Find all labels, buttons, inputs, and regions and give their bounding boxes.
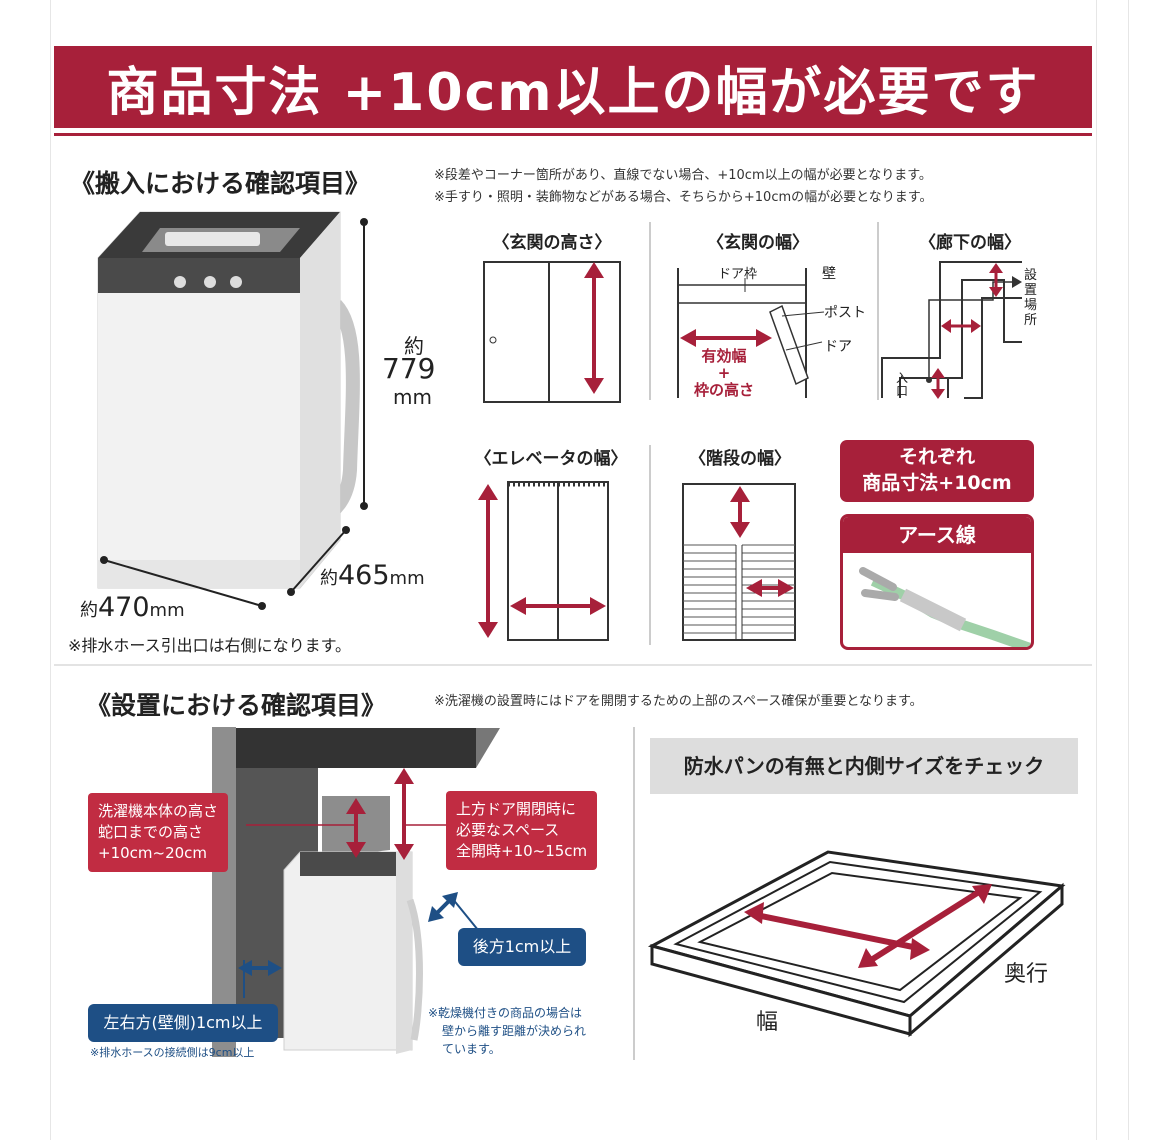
- corridor-width-label: 〈廊下の幅〉: [919, 233, 1021, 253]
- install-note: ※洗濯機の設置時にはドアを開閉するための上部のスペース確保が重要となります。: [434, 694, 923, 709]
- earth-wire-title: アース線: [843, 517, 1031, 553]
- install-section-title: 《設置における確認項目》: [86, 691, 387, 720]
- delivery-note-2: ※手すり・照明・装飾物などがある場合、そちらから+10cmの幅が必要となります。: [434, 190, 933, 205]
- stairs-width-label: 〈階段の幅〉: [689, 449, 791, 469]
- elevator-width-label: 〈エレベータの幅〉: [474, 449, 628, 469]
- height-value: 779: [382, 352, 436, 385]
- post-label: ポスト: [824, 305, 866, 321]
- hose-note: ※排水ホース引出口は右側になります。: [68, 636, 352, 655]
- back-clearance-box: 後方1cm以上: [458, 928, 586, 966]
- entrance-width-label: 〈玄関の幅〉: [707, 233, 809, 253]
- effective-width-label: 有効幅+枠の高さ: [694, 347, 755, 399]
- each-dimension-box: それぞれ商品寸法+10cm: [840, 440, 1034, 502]
- delivery-note-1: ※段差やコーナー箇所があり、直線でない場合、+10cm以上の幅が必要となります。: [434, 168, 932, 183]
- earth-wire-box: アース線: [840, 514, 1034, 650]
- earth-wire-icon: [859, 567, 1031, 647]
- top-door-clearance-label: 上方ドア開閉時に必要なスペース全開時+10~15cm: [446, 791, 598, 870]
- depth-dim: 約465mm: [320, 560, 425, 591]
- delivery-section-title: 《搬入における確認項目》: [70, 169, 371, 198]
- height-unit: mm: [393, 385, 432, 409]
- side-clearance-box: 左右方(壁側)1cm以上: [88, 1004, 278, 1042]
- entrance-height-label: 〈玄関の高さ〉: [492, 233, 612, 253]
- width-dim: 約470mm: [80, 592, 185, 623]
- banner-underline: [54, 133, 1092, 136]
- door-frame-label: ドア枠: [718, 267, 758, 282]
- dryer-note: ※乾燥機付きの商品の場合は壁から離す距離が決められています。: [428, 1006, 587, 1056]
- banner-title: 商品寸法 +10cm以上の幅が必要です: [54, 46, 1092, 128]
- hose-side-note: ※排水ホースの接続側は9cm以上: [90, 1046, 255, 1059]
- wall-label: 壁: [822, 266, 836, 282]
- page-frame: [50, 0, 1097, 1140]
- pan-width-label: 幅: [756, 1010, 779, 1035]
- install-place-label: 設置場所: [1024, 268, 1038, 328]
- pan-depth-label: 奥行: [1004, 962, 1049, 987]
- page-divider: [1128, 0, 1129, 1140]
- section-divider: [54, 664, 1092, 666]
- waterproof-pan-header: 防水パンの有無と内側サイズをチェック: [650, 738, 1078, 794]
- height-clearance-label: 洗濯機本体の高さ蛇口までの高さ+10cm~20cm: [88, 793, 229, 872]
- corridor-entrance-label: 入口: [896, 371, 909, 398]
- door-label: ドア: [824, 339, 852, 355]
- height-approx: 約: [404, 334, 424, 358]
